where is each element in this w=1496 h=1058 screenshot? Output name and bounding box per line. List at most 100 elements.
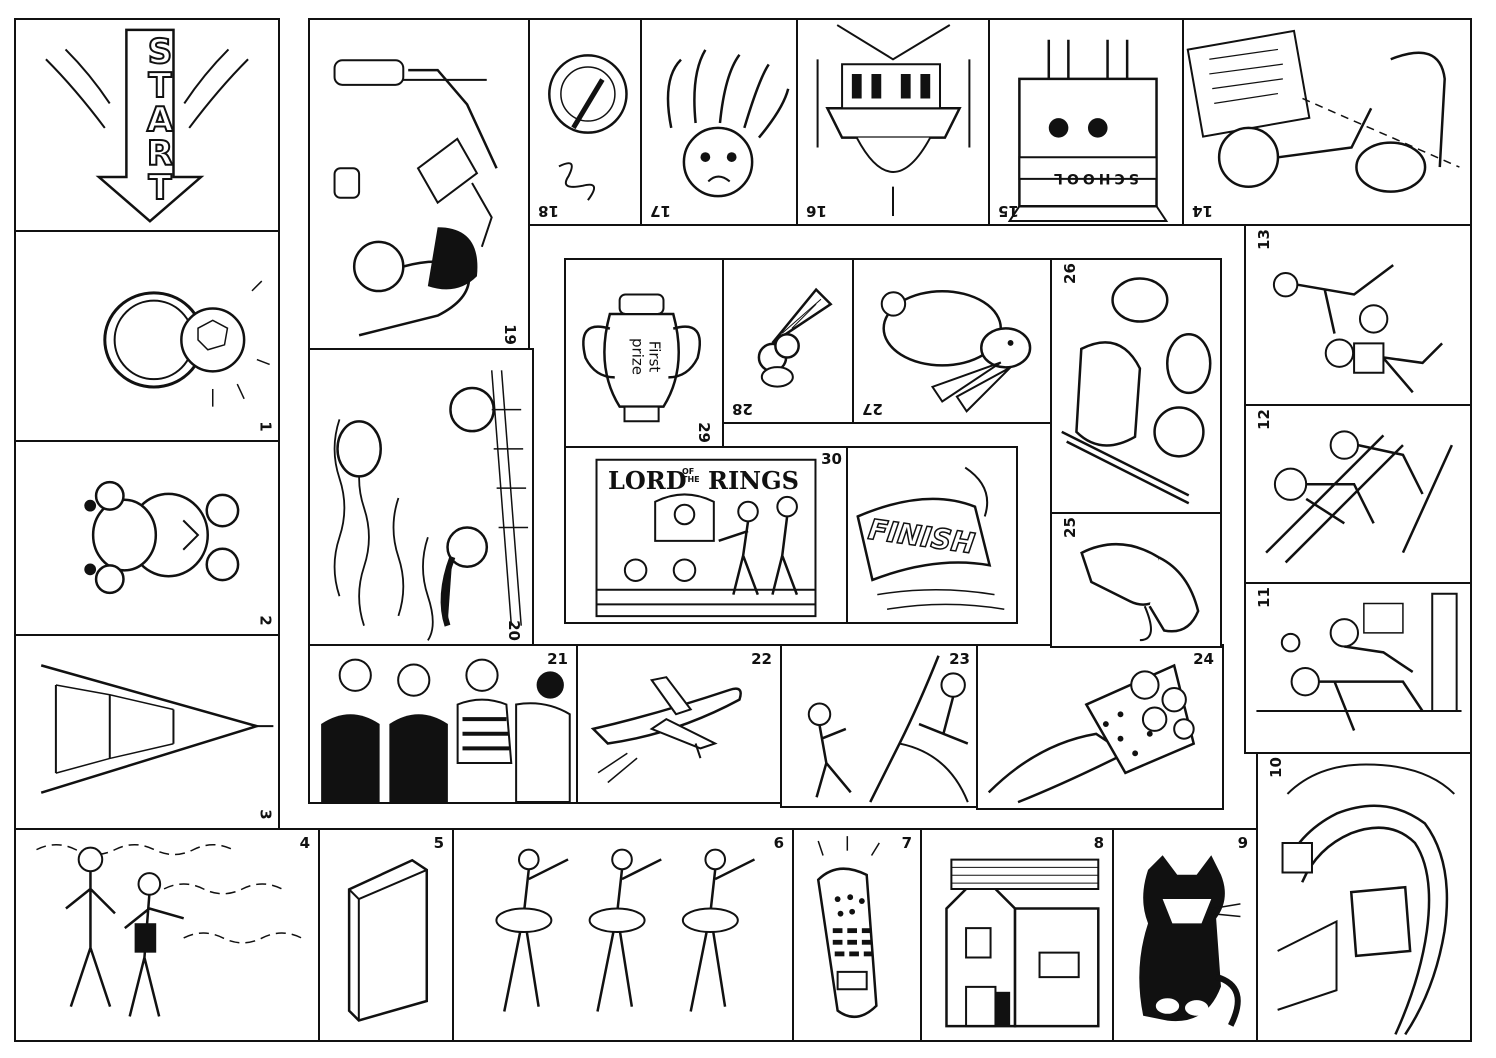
square-number: 18 <box>538 202 559 220</box>
board-square-30[interactable]: LORD OF THE RINGS 30 <box>564 446 848 624</box>
board-square-3[interactable]: 3 <box>14 634 280 830</box>
board-square-26[interactable]: 26 <box>1050 258 1222 514</box>
start-square[interactable]: START <box>14 18 280 232</box>
square-number: 8 <box>1093 834 1104 852</box>
ring-icon <box>16 232 278 440</box>
square-number: 4 <box>299 834 310 852</box>
board-square-20[interactable]: 20 <box>308 348 534 646</box>
board-square-18[interactable]: 18 <box>528 18 642 226</box>
square-number: 14 <box>1192 202 1213 220</box>
board-square-21[interactable]: 21 <box>308 644 578 804</box>
square-number: 26 <box>1060 263 1079 284</box>
square-number: 20 <box>505 620 524 641</box>
square-number: 6 <box>773 834 784 852</box>
square-number: 24 <box>1193 650 1214 668</box>
football-scene <box>1246 226 1470 404</box>
beach-scene <box>16 830 318 1040</box>
board-square-24[interactable]: 24 <box>976 644 1224 810</box>
trophy-icon <box>566 260 722 446</box>
climbing-scene <box>782 646 978 806</box>
square-number: 29 <box>695 422 714 443</box>
ice-cream-icon <box>724 260 852 422</box>
ballerinas <box>454 830 792 1040</box>
board-square-9[interactable]: 9 <box>1112 828 1258 1042</box>
board-square-7[interactable]: 7 <box>792 828 922 1042</box>
square-number: 1 <box>256 421 275 432</box>
swimming-scene <box>310 350 532 644</box>
teddy-bear-icon <box>84 442 278 634</box>
square-number: 22 <box>751 650 772 668</box>
board-square-28[interactable]: 28 <box>722 258 854 424</box>
board-square-8[interactable]: 8 <box>920 828 1114 1042</box>
board-square-16[interactable]: 16 <box>796 18 990 226</box>
cinema-scene <box>566 448 846 622</box>
board-square-4[interactable]: 4 <box>14 828 320 1042</box>
phone-icon <box>794 830 920 1040</box>
board-square-15[interactable]: SCHOOL 15 <box>988 18 1184 226</box>
great-wall-scene <box>1258 754 1470 1040</box>
house-icon <box>922 830 1112 1040</box>
board-square-19[interactable]: 19 <box>308 18 530 350</box>
movie-title-rings: RINGS <box>708 466 799 495</box>
board-square-1[interactable]: 1 <box>14 230 280 442</box>
square-number: 13 <box>1254 229 1273 250</box>
homework-scene <box>1184 20 1470 224</box>
board-square-10[interactable]: 10 <box>1256 752 1472 1042</box>
prize-label: First prize <box>629 338 664 375</box>
board-square-2[interactable]: 2 <box>14 440 280 636</box>
board-square-17[interactable]: 17 <box>640 18 798 226</box>
square-number: 16 <box>806 202 827 220</box>
square-number: 25 <box>1060 517 1079 538</box>
start-label: START <box>139 31 181 203</box>
finish-banner <box>848 448 1016 622</box>
ashtray-scene <box>530 20 640 224</box>
board-square-12[interactable]: 12 <box>1244 404 1472 584</box>
finish-square[interactable]: FINISH <box>846 446 1018 624</box>
square-number: 12 <box>1254 409 1273 430</box>
square-number: 21 <box>547 650 568 668</box>
rabbit-icon <box>854 260 1050 422</box>
square-number: 7 <box>901 834 912 852</box>
foot-scene <box>1052 514 1220 646</box>
square-number: 28 <box>732 400 753 418</box>
cat-icon <box>1139 855 1256 1040</box>
school-scene <box>990 39 1182 224</box>
board-square-6[interactable]: 6 <box>452 828 794 1042</box>
board-square-22[interactable]: 22 <box>576 644 782 804</box>
board-square-13[interactable]: 13 <box>1244 224 1472 406</box>
book-icon <box>320 830 452 1040</box>
flowers-icon <box>978 646 1222 808</box>
square-number: 3 <box>256 809 275 820</box>
square-number: 9 <box>1237 834 1248 852</box>
temple-scene <box>798 20 988 224</box>
square-number: 15 <box>998 202 1019 220</box>
airplane-icon <box>578 646 780 802</box>
square-number: 2 <box>256 615 275 626</box>
square-number: 10 <box>1266 757 1285 778</box>
funny-hair-scene <box>642 20 796 224</box>
movie-title-lord: LORD <box>608 466 687 495</box>
square-number: 5 <box>433 834 444 852</box>
square-number: 23 <box>949 650 970 668</box>
arrow-down-icon <box>16 20 278 230</box>
board-square-27[interactable]: 27 <box>852 258 1052 424</box>
square-number: 17 <box>650 202 671 220</box>
movie-title-of-the: OF THE <box>682 467 700 484</box>
board-square-11[interactable]: 11 <box>1244 582 1472 754</box>
dentist-scene <box>310 20 528 348</box>
board-square-5[interactable]: 5 <box>318 828 454 1042</box>
board-square-14[interactable]: 14 <box>1182 18 1472 226</box>
school-sign: SCHOOL <box>1050 170 1139 186</box>
proposal-scene <box>1246 584 1470 752</box>
board-square-29[interactable]: First prize 29 <box>564 258 724 448</box>
square-number: 27 <box>862 400 883 418</box>
eiffel-tower-icon <box>16 636 278 828</box>
square-number: 30 <box>821 450 842 468</box>
board-square-23[interactable]: 23 <box>780 644 980 808</box>
skiers-scene <box>1246 406 1470 582</box>
food-icon <box>1052 260 1220 512</box>
square-number: 11 <box>1254 587 1273 608</box>
square-number: 19 <box>501 324 520 345</box>
board-square-25[interactable]: 25 <box>1050 512 1222 648</box>
